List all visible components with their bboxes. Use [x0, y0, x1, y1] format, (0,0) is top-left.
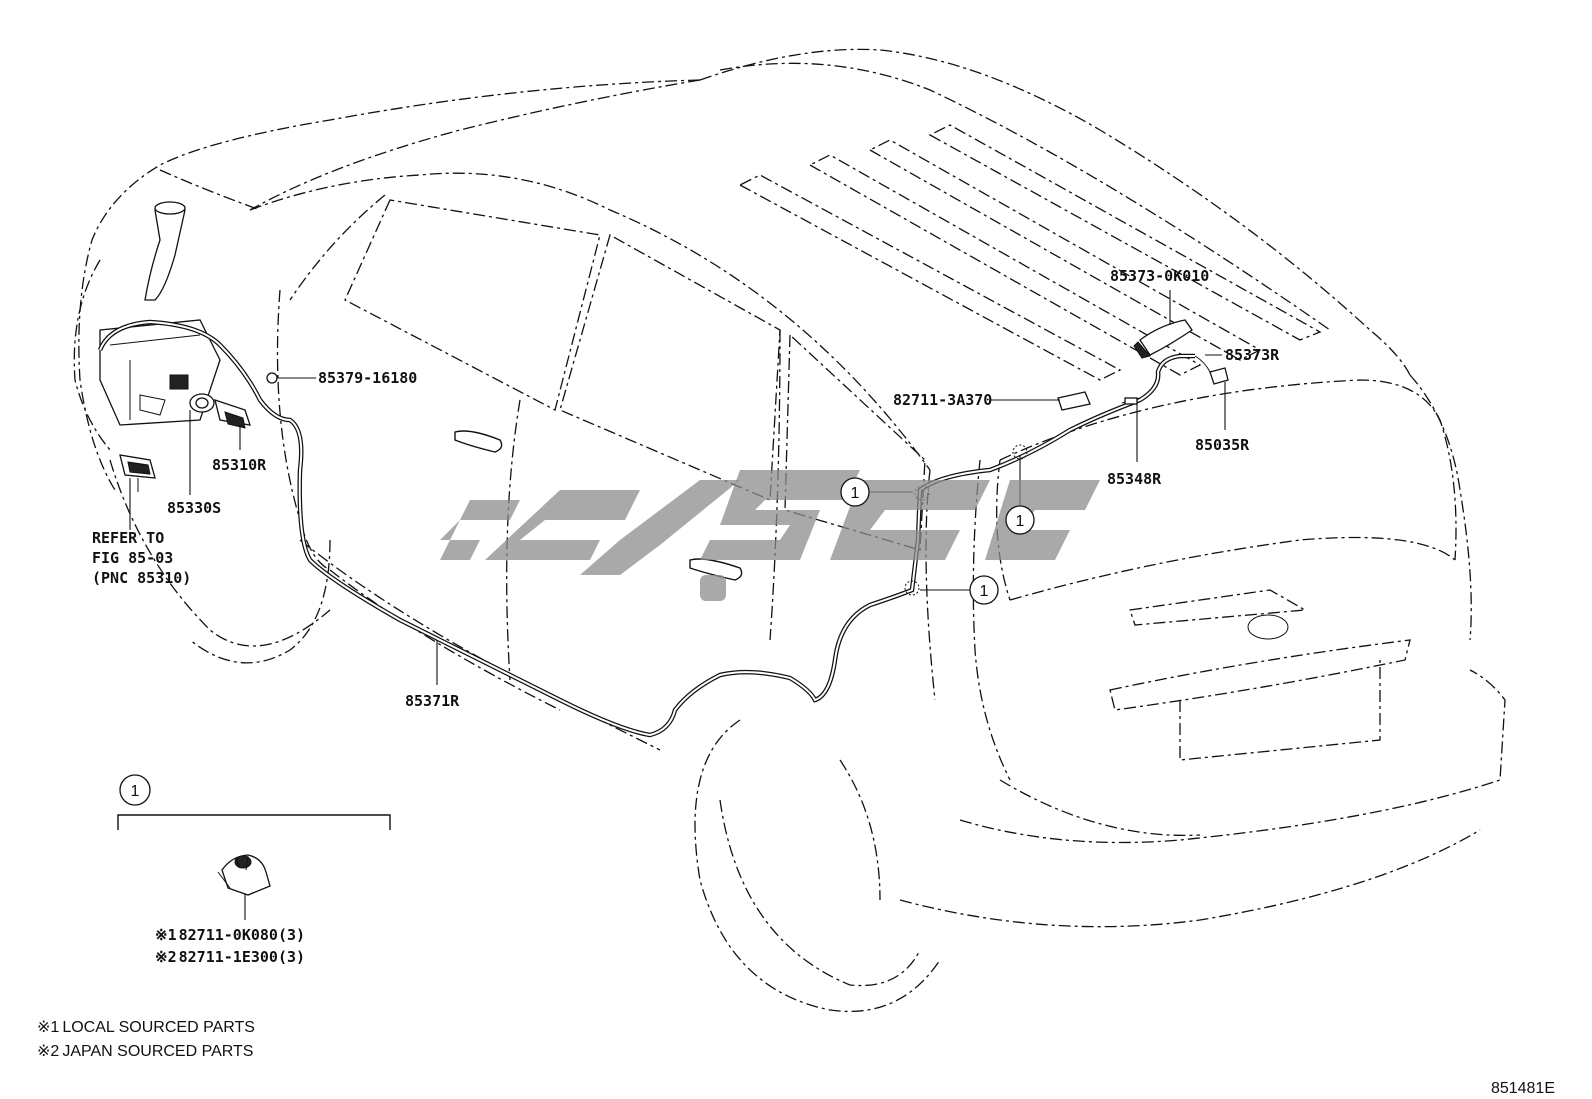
svg-text:FIG 85-03: FIG 85-03: [92, 549, 173, 567]
svg-text:1: 1: [980, 583, 989, 600]
svg-text:1: 1: [851, 485, 860, 502]
label-85035r: 85035R: [1195, 436, 1250, 454]
svg-text:REFER TO: REFER TO: [92, 529, 164, 547]
label-85330s: 85330S: [167, 499, 221, 517]
washer-pump-85310r: [189, 393, 251, 440]
callout-1-a: 1: [840, 477, 870, 507]
callout-1-b: 1: [969, 575, 999, 605]
label-85310r: 85310R: [212, 456, 267, 474]
label-85373-0k010: 85373-0K010: [1110, 267, 1209, 285]
watermark-logo: [440, 470, 1100, 601]
label-85373r: 85373R: [1225, 346, 1280, 364]
label-82711-3a370: 82711-3A370: [893, 391, 992, 409]
refer-note: REFER TO FIG 85-03 (PNC 85310): [92, 529, 191, 587]
svg-text:1: 1: [1016, 513, 1025, 530]
washer-tank: [99, 201, 221, 426]
callout-1-c: 1: [1005, 505, 1035, 535]
washer-pump-85330s: [119, 454, 156, 492]
rear-washer-parts: [1057, 319, 1229, 411]
clamp-icon: [217, 854, 271, 896]
label-85371r: 85371R: [405, 692, 460, 710]
detail-callout: 1: [131, 783, 140, 800]
figure-code: 851481E: [1491, 1080, 1555, 1097]
label-85379-16180: 85379-16180: [318, 369, 417, 387]
grommet-85379: [266, 372, 278, 384]
washer-hose-85371r: [97, 319, 1195, 738]
label-85348r: 85348R: [1107, 470, 1162, 488]
svg-text:(PNC 85310): (PNC 85310): [92, 569, 191, 587]
